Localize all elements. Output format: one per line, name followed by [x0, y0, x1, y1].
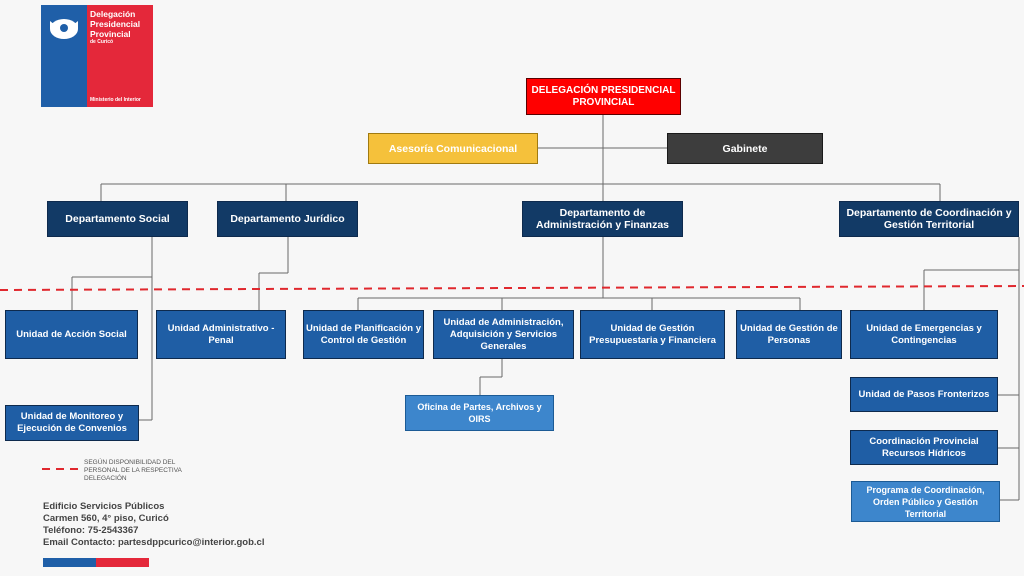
availability-dashed-line: [0, 285, 1024, 291]
unidad-pasos-fronterizos-box[interactable]: Unidad de Pasos Fronterizos: [850, 377, 998, 412]
logo-ministry: Ministerio del Interior: [90, 97, 141, 103]
logo-title: Delegación Presidencial Provincial: [90, 9, 141, 39]
asesoria-comunicacional-box[interactable]: Asesoría Comunicacional: [368, 133, 538, 164]
departamento-social-box[interactable]: Departamento Social: [47, 201, 188, 237]
delegacion-box[interactable]: DELEGACIÓN PRESIDENCIAL PROVINCIAL: [526, 78, 681, 115]
recursos-hidricos-box[interactable]: Coordinación Provincial Recursos Hídrico…: [850, 430, 998, 465]
gabinete-box[interactable]: Gabinete: [667, 133, 823, 164]
unidad-adquisicion-box[interactable]: Unidad de Administración, Adquisición y …: [433, 310, 574, 359]
unidad-monitoreo-box[interactable]: Unidad de Monitoreo y Ejecución de Conve…: [5, 405, 139, 441]
departamento-admin-finanzas-box[interactable]: Departamento de Administración y Finanza…: [522, 201, 683, 237]
coat-of-arms-icon: [41, 5, 87, 107]
departamento-juridico-box[interactable]: Departamento Jurídico: [217, 201, 358, 237]
address-line-3: Teléfono: 75-2543367: [43, 525, 139, 536]
unidad-administrativo-penal-box[interactable]: Unidad Administrativo - Penal: [156, 310, 286, 359]
logo-subtitle: de Curicó: [90, 39, 114, 45]
address-block: Edificio Servicios Públicos Carmen 560, …: [43, 501, 264, 549]
oficina-partes-box[interactable]: Oficina de Partes, Archivos y OIRS: [405, 395, 554, 431]
unidad-emergencias-box[interactable]: Unidad de Emergencias y Contingencias: [850, 310, 998, 359]
programa-coordinacion-box[interactable]: Programa de Coordinación, Orden Público …: [851, 481, 1000, 522]
address-line-4: Email Contacto: partesdppcurico@interior…: [43, 537, 265, 548]
address-line-2: Carmen 560, 4° piso, Curicó: [43, 513, 169, 524]
legend-text: SEGÚN DISPONIBILIDAD DEL PERSONAL DE LA …: [84, 459, 182, 482]
unidad-personas-box[interactable]: Unidad de Gestión de Personas: [736, 310, 842, 359]
address-line-1: Edificio Servicios Públicos: [43, 501, 165, 512]
flag-strip: [43, 558, 149, 567]
departamento-coordinacion-box[interactable]: Departamento de Coordinación y Gestión T…: [839, 201, 1019, 237]
unidad-presupuestaria-box[interactable]: Unidad de Gestión Presupuestaria y Finan…: [580, 310, 725, 359]
unidad-accion-social-box[interactable]: Unidad de Acción Social: [5, 310, 138, 359]
logo: Delegación Presidencial Provincial de Cu…: [41, 5, 153, 107]
unidad-planificacion-box[interactable]: Unidad de Planificación y Control de Ges…: [303, 310, 424, 359]
